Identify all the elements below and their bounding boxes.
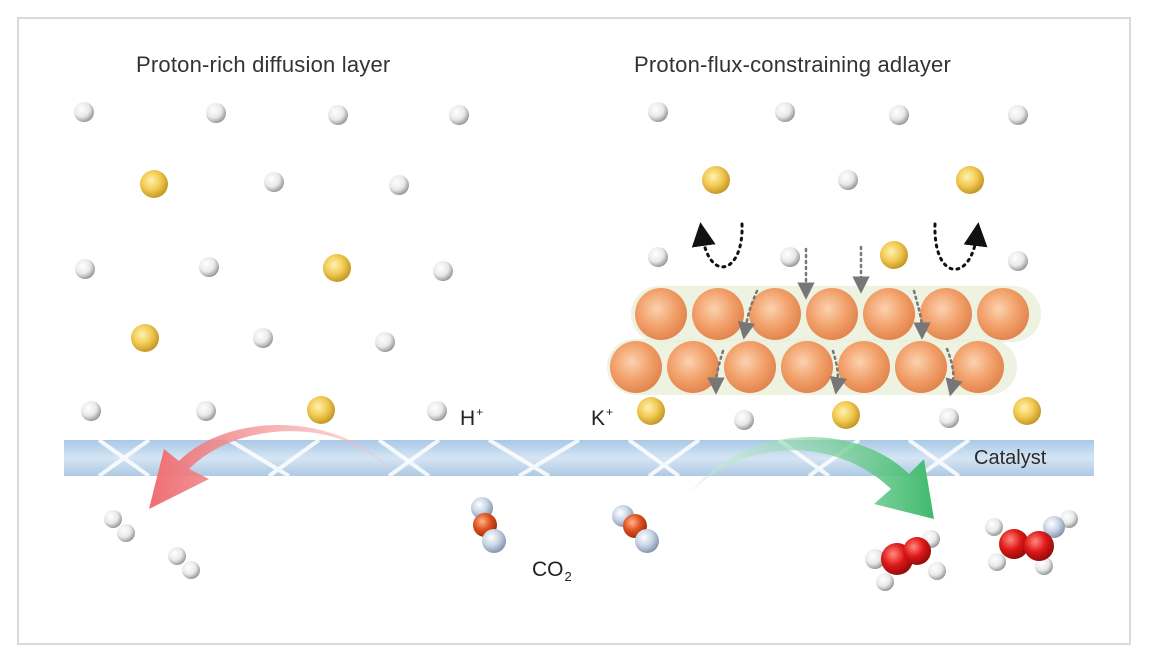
proton-charge: + [476,405,484,419]
figure-frame: Proton-rich diffusion layer Proton-flux-… [17,17,1131,645]
c2-product-molecule [985,510,1078,575]
potassium-spheres [131,166,1041,429]
left-panel-title: Proton-rich diffusion layer [136,52,391,77]
co2-subscript: 2 [564,569,572,584]
potassium-charge: + [606,405,614,419]
proton-symbol: H [460,407,476,430]
proton-spheres [74,102,1028,430]
her-arrow [149,425,399,509]
c2-product-molecule [865,530,946,591]
co2-label: CO2 [532,558,572,584]
potassium-symbol: K [591,407,606,430]
adlayer-row-bottom [610,341,1004,393]
co2-main-text: CO [532,558,564,581]
co2-molecule [612,505,659,553]
curved-dotted-arrow-icon [691,222,988,271]
right-panel-title: Proton-flux-constraining adlayer [634,52,951,77]
diagram-canvas [64,102,1094,591]
adlayer-spheres [607,286,1041,395]
adlayer-row-top [635,288,1029,340]
co2rr-arrow [689,436,934,519]
h2-molecule [104,510,200,579]
catalyst-band [64,438,1094,478]
proton-label: H+ [460,405,484,431]
catalyst-label: Catalyst [974,447,1047,469]
co2-molecule [471,497,506,553]
dotted-down-arrow-icon [707,245,963,397]
potassium-label: K+ [591,405,614,431]
